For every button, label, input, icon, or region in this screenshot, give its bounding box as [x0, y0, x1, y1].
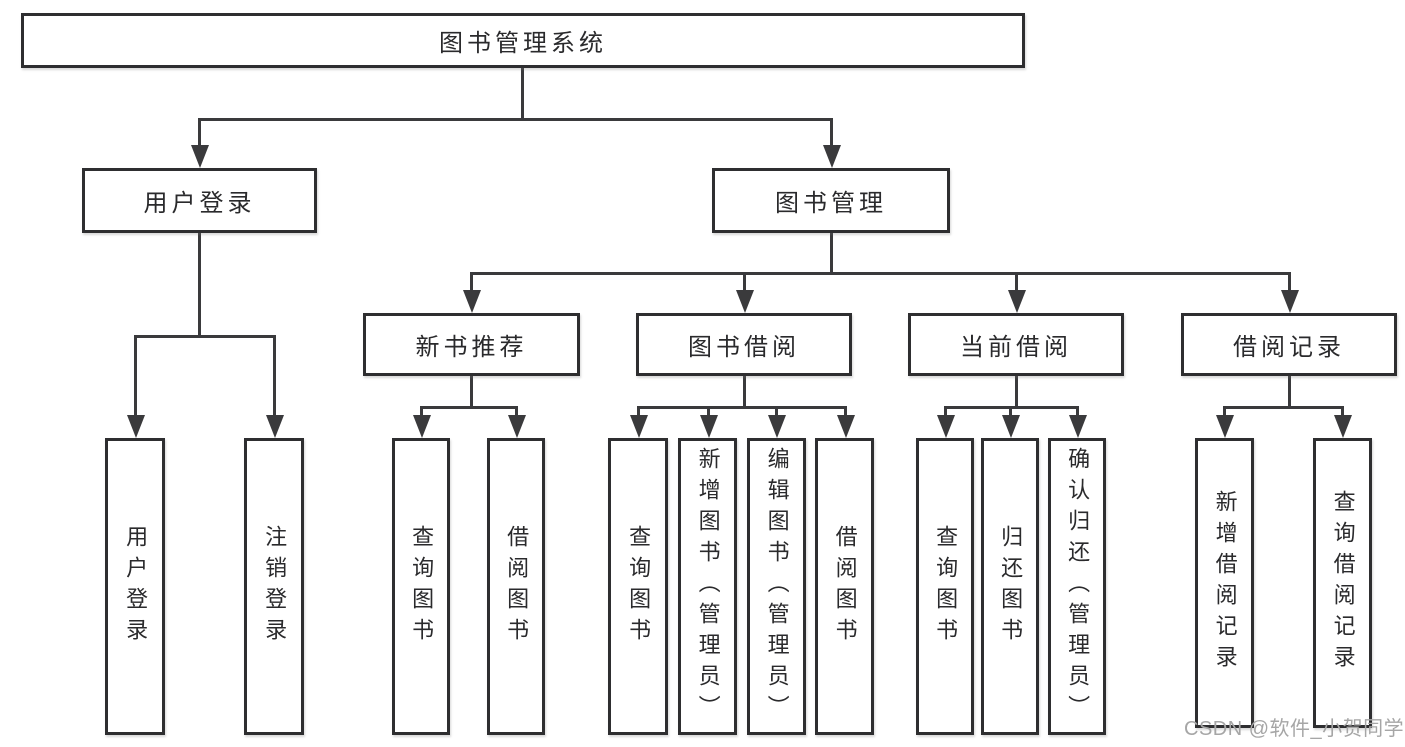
leaf-borrow-books: 借阅图书 — [487, 438, 545, 735]
connector-book-mgmt-stem — [830, 233, 833, 273]
leaf-label: 借阅图书 — [832, 524, 858, 649]
leaf-user-login: 用户登录 — [105, 438, 165, 735]
leaf-query-books: 查询图书 — [916, 438, 974, 735]
leaf-label: 归还图书 — [998, 524, 1024, 649]
arrow-leaf — [844, 407, 847, 415]
connector-level3-bus — [470, 272, 1291, 275]
leaf-label: 新增图书（管理员） — [695, 447, 721, 726]
arrow-to-user-login — [198, 119, 201, 145]
leaf-label: 借阅图书 — [504, 524, 530, 649]
leaf-label: 查询图书 — [409, 524, 435, 649]
arrow-leaf — [637, 407, 640, 415]
leaf-logout: 注销登录 — [244, 438, 304, 735]
connector-root-stem — [521, 68, 524, 119]
connector-book-borrow-bus — [637, 406, 847, 409]
node-library-management-system: 图书管理系统 — [21, 13, 1025, 68]
arrow-to-current-borrow — [1015, 273, 1018, 290]
arrow-leaf — [420, 407, 423, 415]
arrow-leaf — [1341, 407, 1344, 415]
node-label: 图书管理 — [775, 190, 887, 217]
arrow-to-book-borrow — [743, 273, 746, 290]
node-label: 当前借阅 — [960, 334, 1072, 361]
connector-user-login-bus — [134, 335, 276, 338]
leaf-label: 编辑图书（管理员） — [764, 447, 790, 726]
arrow-leaf — [1009, 407, 1012, 415]
arrow-leaf — [775, 407, 778, 415]
arrow-to-book-management — [830, 119, 833, 145]
node-label: 图书管理系统 — [439, 30, 607, 57]
connector-new-books-bus — [420, 406, 518, 409]
connector-current-borrow-stem — [1015, 376, 1018, 407]
leaf-edit-books-admin: 编辑图书（管理员） — [747, 438, 806, 735]
node-label: 用户登录 — [143, 190, 256, 217]
leaf-query-books: 查询图书 — [392, 438, 450, 735]
leaf-confirm-return-admin: 确认归还（管理员） — [1048, 438, 1106, 735]
leaf-query-borrow-record: 查询借阅记录 — [1313, 438, 1372, 728]
arrow-to-leaf-login — [134, 336, 137, 415]
leaf-query-books: 查询图书 — [608, 438, 668, 735]
node-current-borrowing: 当前借阅 — [908, 313, 1124, 376]
leaf-add-borrow-record: 新增借阅记录 — [1195, 438, 1254, 728]
node-book-borrowing: 图书借阅 — [636, 313, 852, 376]
leaf-return-books: 归还图书 — [981, 438, 1039, 735]
connector-book-borrow-stem — [743, 376, 746, 407]
watermark: CSDN @软件_小贺同学 — [1184, 718, 1405, 740]
leaf-label: 注销登录 — [262, 524, 288, 649]
node-label: 借阅记录 — [1233, 334, 1345, 361]
leaf-add-books-admin: 新增图书（管理员） — [678, 438, 737, 735]
connector-borrow-records-stem — [1288, 376, 1291, 407]
arrow-leaf — [944, 407, 947, 415]
node-user-login: 用户登录 — [82, 168, 317, 233]
arrow-leaf — [515, 407, 518, 415]
node-borrowing-records: 借阅记录 — [1181, 313, 1397, 376]
node-book-management: 图书管理 — [712, 168, 950, 233]
arrow-leaf — [707, 407, 710, 415]
leaf-label: 确认归还（管理员） — [1065, 447, 1091, 726]
leaf-label: 新增借阅记录 — [1212, 490, 1238, 676]
connector-level2-bus — [198, 118, 833, 121]
leaf-label: 查询图书 — [933, 524, 959, 649]
leaf-label: 查询借阅记录 — [1330, 490, 1356, 676]
leaf-label: 用户登录 — [123, 524, 149, 649]
arrow-leaf — [1076, 407, 1079, 415]
connector-new-books-stem — [470, 376, 473, 407]
arrow-to-leaf-logout — [273, 336, 276, 415]
connector-user-login-stem — [198, 233, 201, 336]
leaf-borrow-books: 借阅图书 — [815, 438, 874, 735]
connector-borrow-records-bus — [1223, 406, 1344, 409]
node-label: 图书借阅 — [688, 334, 800, 361]
arrow-to-new-books — [470, 273, 473, 290]
node-new-book-recommend: 新书推荐 — [363, 313, 580, 376]
leaf-label: 查询图书 — [626, 524, 652, 649]
node-label: 新书推荐 — [415, 334, 528, 361]
arrow-leaf — [1223, 407, 1226, 415]
arrow-to-borrow-records — [1288, 273, 1291, 290]
